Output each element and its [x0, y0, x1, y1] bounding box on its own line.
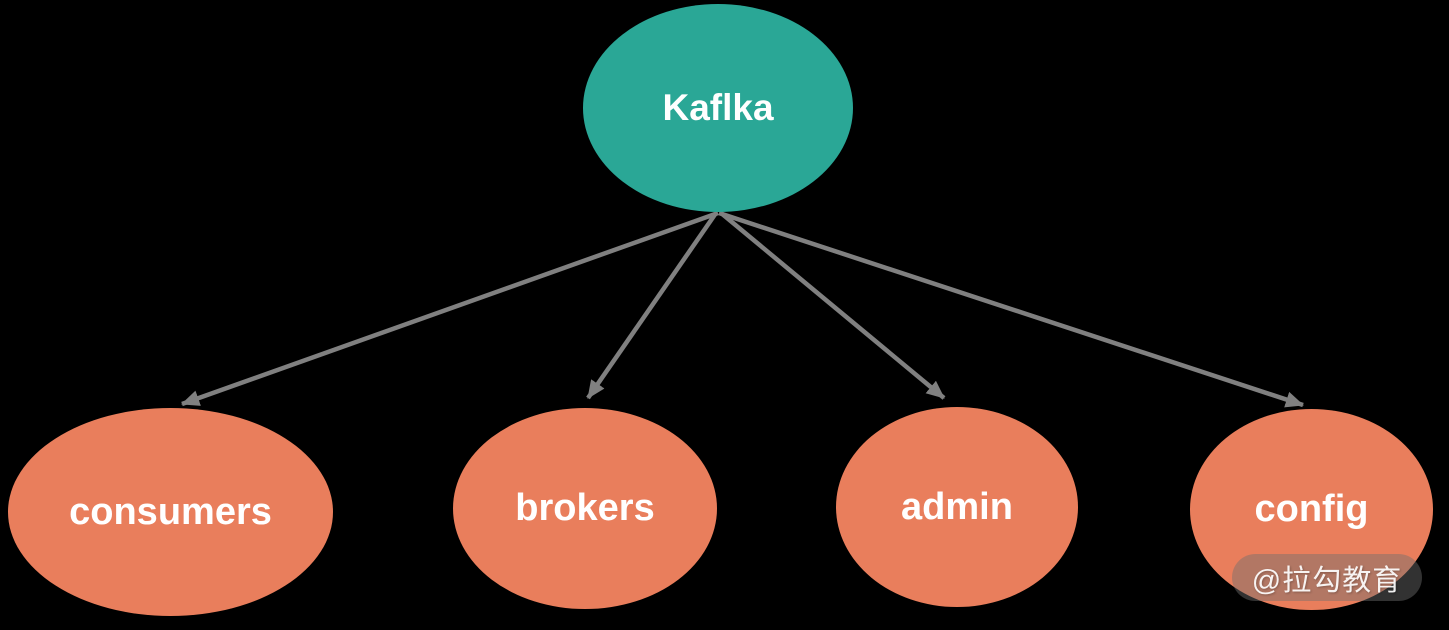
node-admin-label: admin — [901, 485, 1013, 528]
arrow-kafka-admin — [719, 211, 946, 400]
node-consumers-label: consumers — [69, 490, 272, 533]
arrow-kafka-brokers — [586, 211, 718, 400]
watermark-badge: @拉勾教育 — [1232, 554, 1422, 601]
node-admin: admin — [836, 407, 1078, 607]
node-kafka-label: Kaflka — [662, 87, 774, 128]
node-brokers: brokers — [453, 408, 717, 609]
node-config-label: config — [1254, 488, 1369, 530]
node-config: config — [1190, 409, 1433, 610]
arrow-kafka-config — [718, 210, 1304, 408]
arrow-kafka-consumers — [181, 210, 719, 407]
watermark-text: @拉勾教育 — [1251, 564, 1403, 597]
node-kafka: Kaflka — [583, 4, 853, 212]
node-brokers-label: brokers — [515, 487, 655, 529]
node-consumers: consumers — [8, 408, 333, 616]
